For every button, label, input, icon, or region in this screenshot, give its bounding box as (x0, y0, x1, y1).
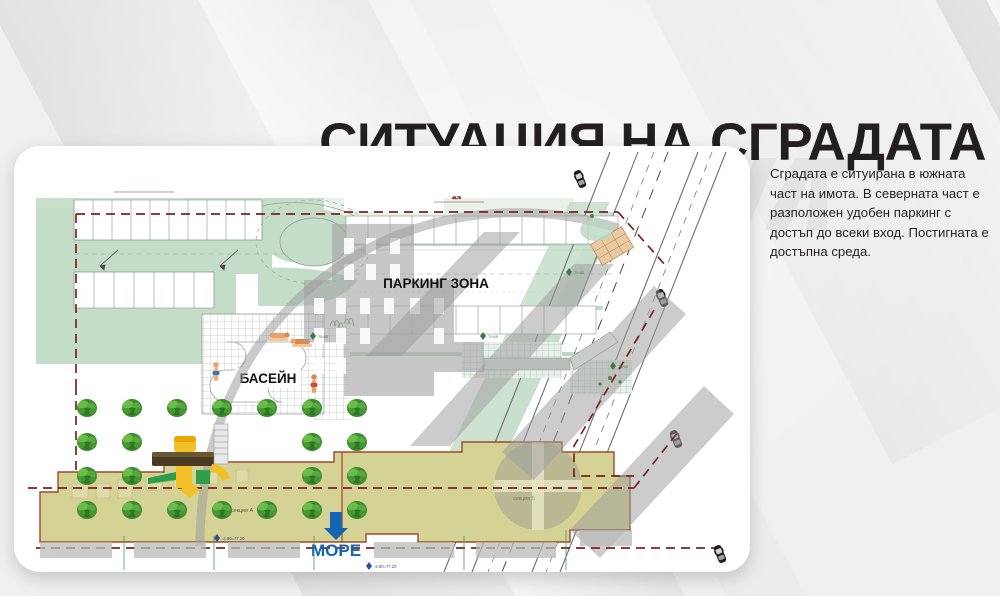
shadow-arc (195, 208, 620, 547)
description-paragraph: Сградата е ситуирана в южната част на им… (770, 166, 989, 260)
section-a-label: секция А (231, 508, 254, 514)
playground-equipment (148, 423, 230, 498)
sea-indicator: МОРЕ (311, 512, 361, 560)
svg-text:79.60: 79.60 (574, 270, 585, 275)
description-text: Сградата е ситуирана в южната част на им… (770, 164, 995, 262)
elevation-marker: 79.60 (610, 362, 629, 370)
site-plan-card: БАСЕЙН секция А секция Б (14, 146, 750, 572)
svg-text:79.60: 79.60 (618, 364, 629, 369)
property-boundary (75, 211, 667, 477)
svg-text:43.70: 43.70 (452, 196, 461, 200)
walkway-bridge (483, 331, 619, 371)
dimension-lines: 43.70 (114, 191, 484, 203)
plan-annotations-blue: -2.80=77.20 -2.80=77.20 (214, 534, 397, 570)
elevation-marker: 79.60 (310, 332, 329, 340)
parking-zone-label: ПАРКИНГ ЗОНА (383, 276, 489, 291)
svg-text:79.60: 79.60 (488, 334, 499, 339)
entrance-canopy (580, 219, 635, 266)
elevation-marker: 79.60 (480, 332, 499, 340)
pool-people (212, 332, 318, 393)
elevation-marker: 79.60 (566, 268, 585, 276)
plan-annotations: 79.60 79.60 79.60 79.60 (310, 268, 629, 370)
svg-text:79.60: 79.60 (318, 334, 329, 339)
sea-label: МОРЕ (311, 541, 361, 560)
pool-label-group: БАСЕЙН (235, 368, 301, 388)
svg-text:-2.80=77.20: -2.80=77.20 (374, 564, 397, 569)
drive-direction-arrows (99, 249, 239, 271)
section-b-label: секция Б (513, 496, 536, 502)
svg-text:-2.80=77.20: -2.80=77.20 (222, 536, 245, 541)
site-plan-image: БАСЕЙН секция А секция Б (14, 146, 750, 572)
south-green-lines (123, 530, 567, 570)
diagonal-shadow-sweeps (366, 232, 734, 558)
elevation-marker: -2.80=77.20 (214, 534, 245, 542)
elevation-marker: -2.80=77.20 (366, 562, 397, 570)
south-paving (40, 530, 632, 558)
pool-label: БАСЕЙН (240, 371, 297, 386)
parking-zone-north (73, 199, 294, 309)
landscape-detail (590, 214, 622, 386)
